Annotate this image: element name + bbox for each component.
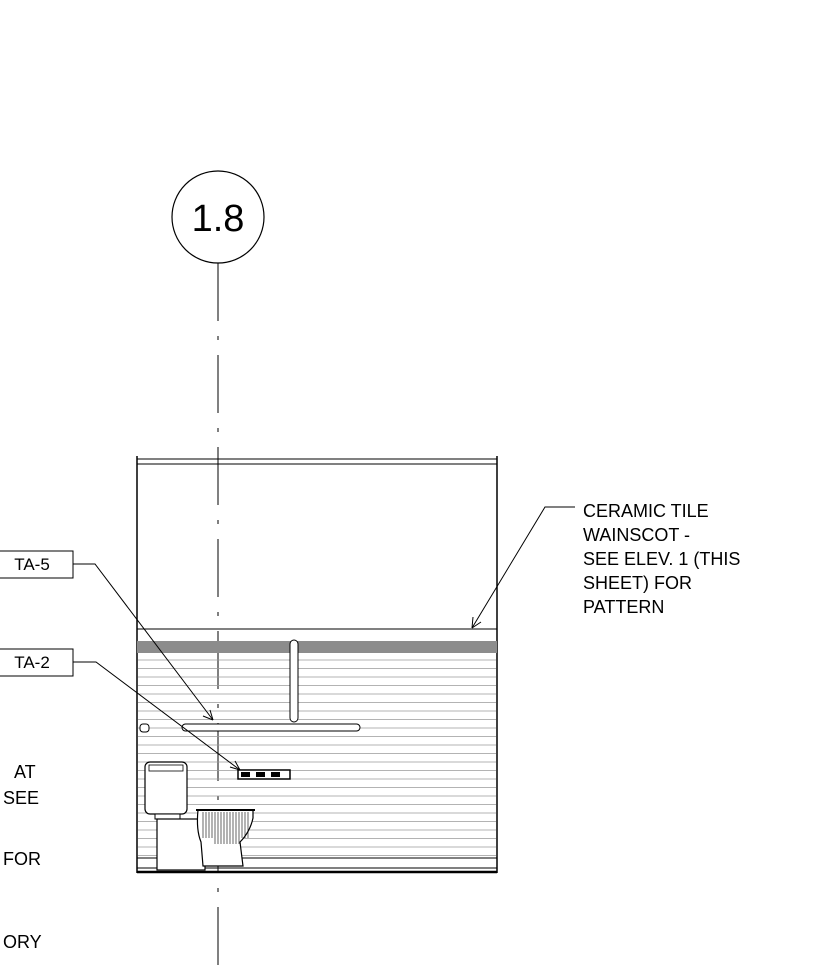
leader-lines	[73, 506, 575, 771]
tag-ta2-label: TA-2	[14, 653, 50, 672]
left-note-fragment: FOR	[3, 849, 41, 869]
vertical-grab-bar	[289, 639, 299, 723]
left-note-fragment: AT	[14, 762, 36, 782]
callout-line: PATTERN	[583, 597, 664, 617]
tag-ta5-label: TA-5	[14, 555, 50, 574]
left-note-fragment: SEE	[3, 788, 39, 808]
grid-bubble-label: 1.8	[192, 198, 245, 240]
wainscot-cap	[137, 641, 497, 653]
toilet-tank	[144, 761, 188, 815]
left-note-fragment: ORY	[3, 932, 42, 952]
callout-line: SEE ELEV. 1 (THIS	[583, 549, 740, 569]
room-elevation	[136, 456, 498, 874]
tag-ta2: TA-2	[0, 648, 74, 677]
left-note: AT SEE FOR ORY	[3, 762, 42, 952]
wall-bracket	[139, 723, 150, 733]
callout-line: CERAMIC TILE	[583, 501, 709, 521]
ceramic-tile-callout: CERAMIC TILE WAINSCOT - SEE ELEV. 1 (THI…	[583, 501, 740, 617]
toilet-paper-dispenser	[237, 769, 291, 780]
callout-line: WAINSCOT -	[583, 525, 690, 545]
callout-line: SHEET) FOR	[583, 573, 692, 593]
tag-ta5: TA-5	[0, 550, 74, 579]
toilet	[144, 761, 255, 871]
horizontal-grab-bar	[181, 723, 361, 732]
grid-bubble: 1.8	[171, 170, 265, 264]
